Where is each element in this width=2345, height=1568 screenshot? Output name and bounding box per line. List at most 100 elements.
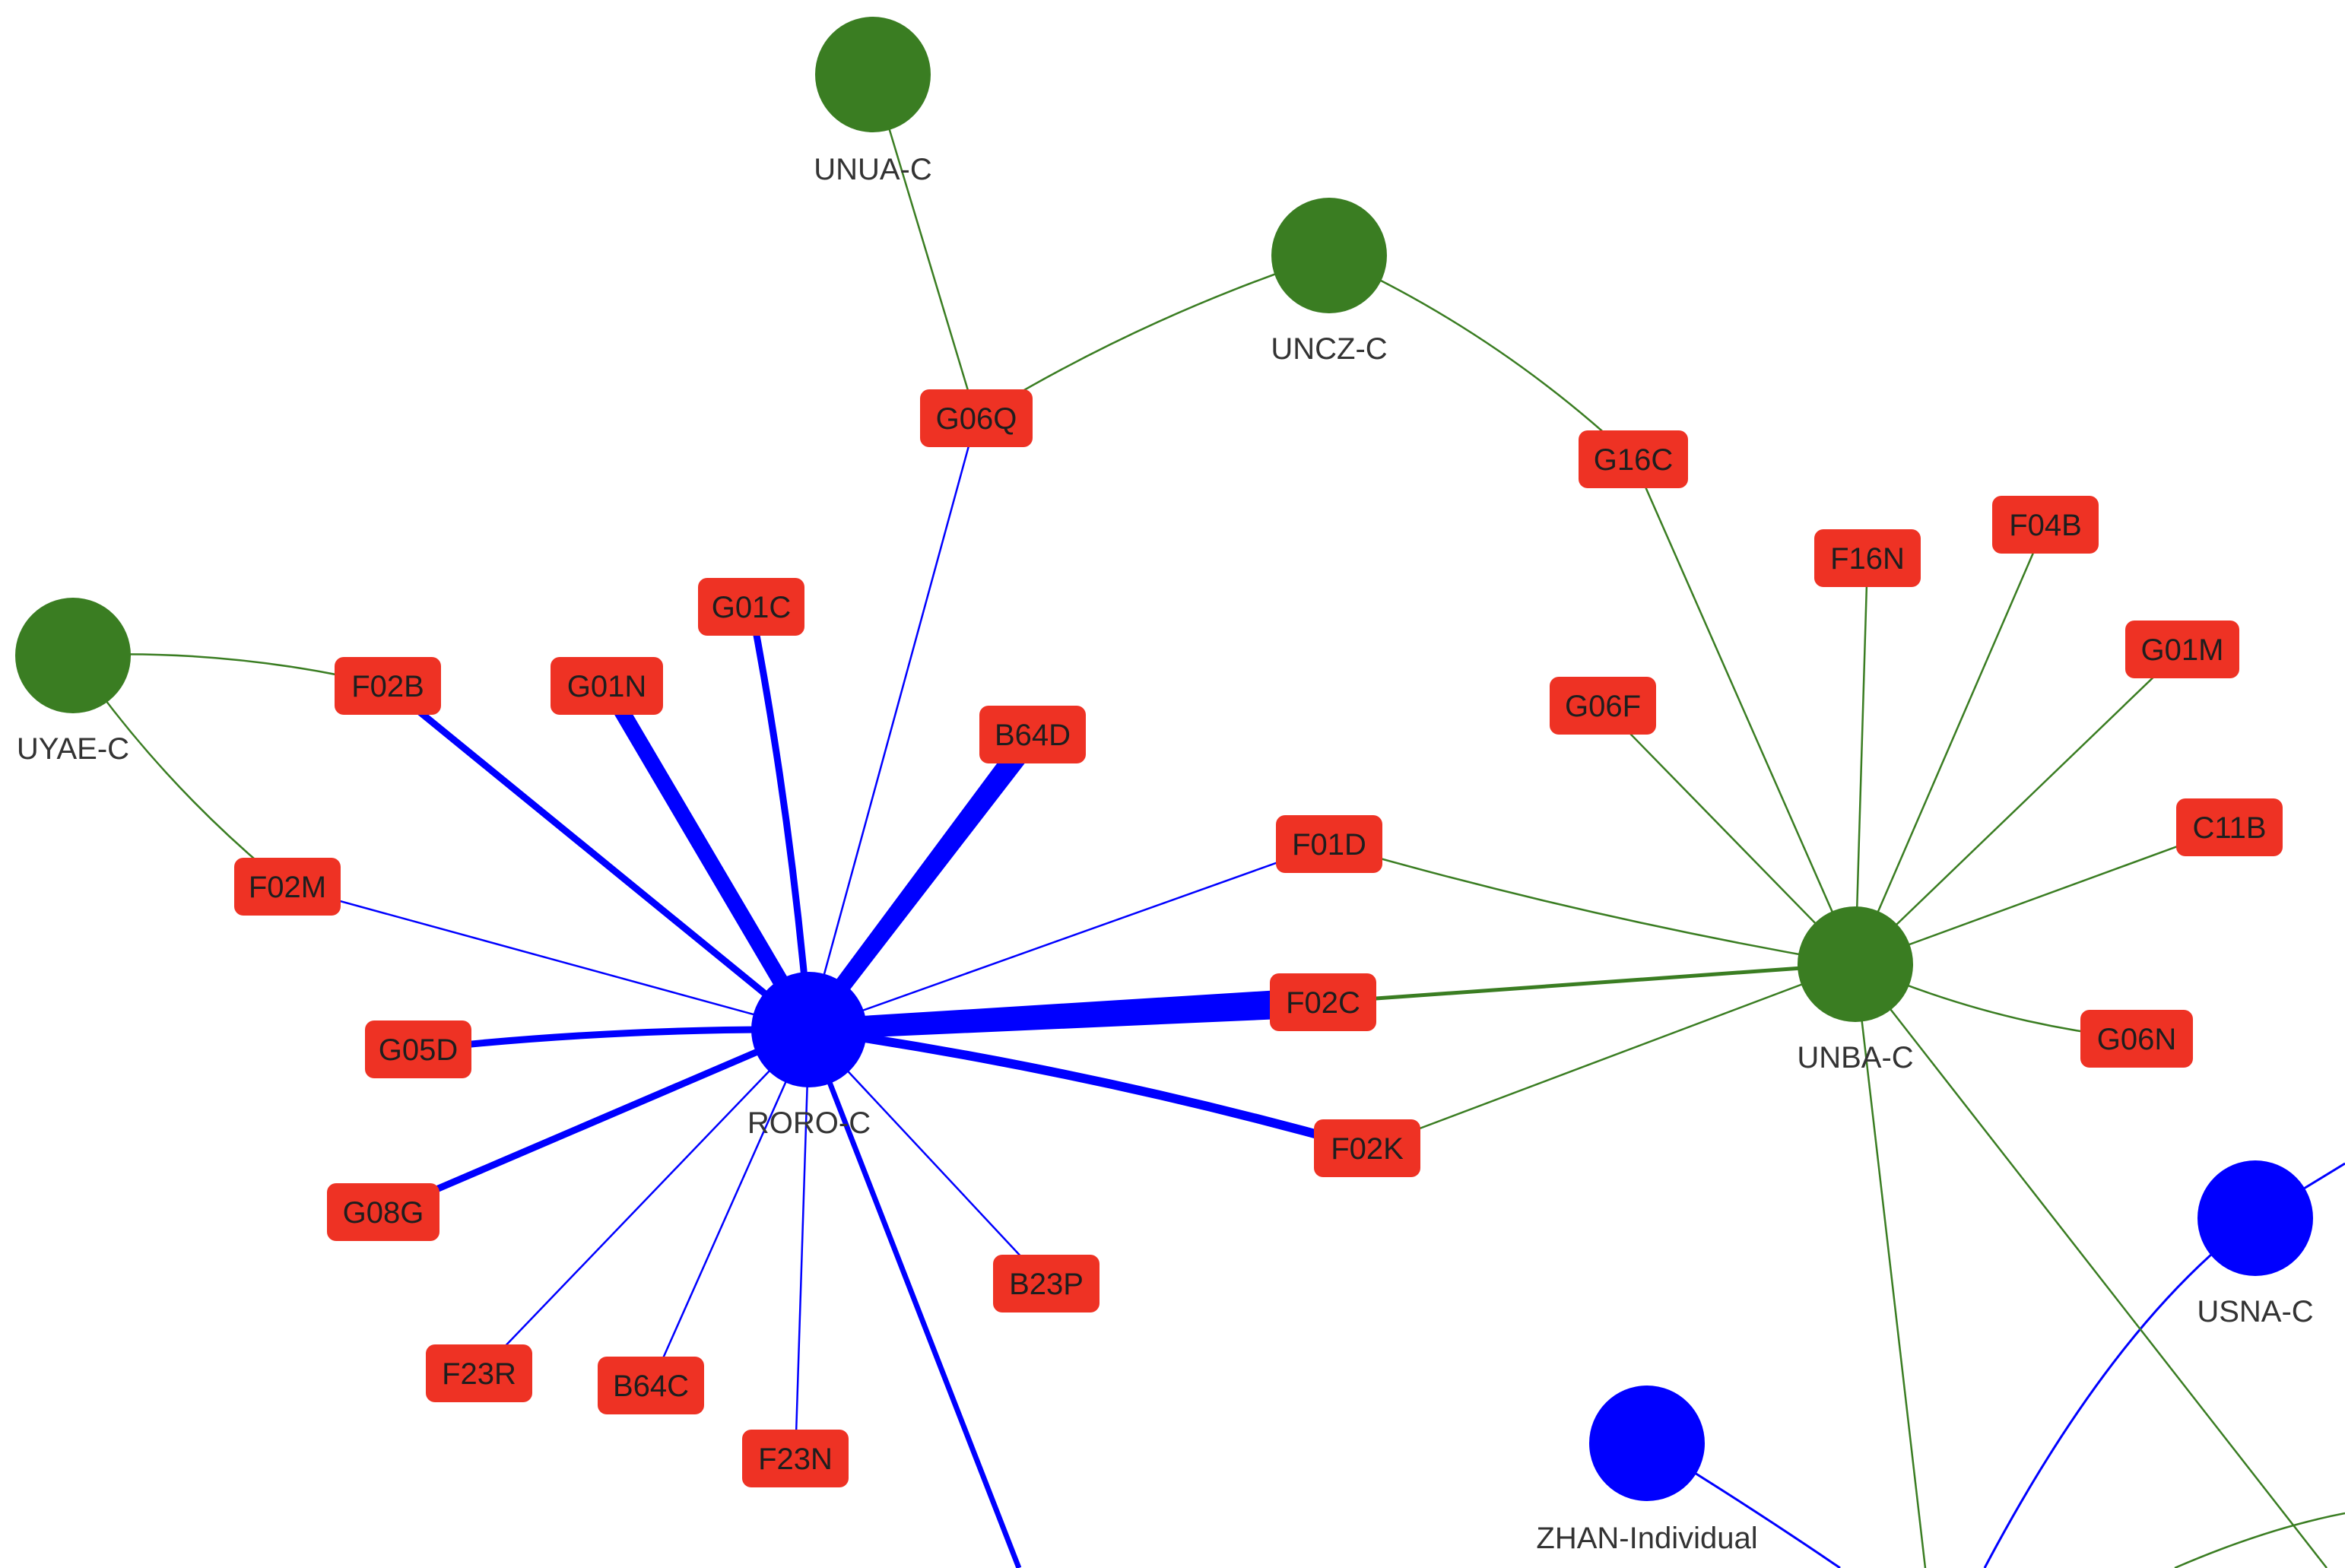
class-g01n[interactable]: G01N bbox=[551, 657, 663, 715]
class-box[interactable] bbox=[2080, 1010, 2193, 1068]
node-circle[interactable] bbox=[1589, 1385, 1705, 1501]
class-label: F02M bbox=[249, 871, 326, 904]
class-f01d[interactable]: F01D bbox=[1276, 815, 1382, 873]
class-g16c[interactable]: G16C bbox=[1579, 430, 1688, 488]
edge-roro-c-f02k bbox=[808, 1025, 1369, 1153]
edge-roro-c-g01n bbox=[599, 681, 817, 1034]
node-circle[interactable] bbox=[15, 598, 131, 713]
class-label: F02K bbox=[1331, 1132, 1404, 1166]
node-unua-c[interactable]: UNUA-C bbox=[814, 17, 932, 186]
edge-unba-c-g01m bbox=[1855, 649, 2183, 965]
node-circle[interactable] bbox=[1271, 198, 1387, 313]
class-box[interactable] bbox=[365, 1020, 471, 1078]
class-box[interactable] bbox=[426, 1344, 532, 1402]
node-zhan-individual[interactable]: ZHAN-Individual bbox=[1536, 1385, 1758, 1555]
edges-layer bbox=[71, 74, 2345, 1568]
class-box[interactable] bbox=[698, 578, 804, 636]
node-roro-c[interactable]: RORO-C bbox=[747, 972, 871, 1140]
class-box[interactable] bbox=[1579, 430, 1688, 488]
class-box[interactable] bbox=[1550, 677, 1656, 735]
class-g08g[interactable]: G08G bbox=[327, 1183, 439, 1241]
edge-roro-c-g01c bbox=[747, 606, 813, 1030]
class-label: G06Q bbox=[936, 402, 1017, 436]
class-box[interactable] bbox=[2125, 621, 2239, 678]
edge-unba-c-f01d bbox=[1328, 843, 1856, 966]
class-box[interactable] bbox=[2176, 798, 2283, 856]
class-g06q[interactable]: G06Q bbox=[920, 389, 1033, 447]
edge-roro-c-g06q bbox=[808, 417, 978, 1030]
class-f02b[interactable]: F02B bbox=[335, 657, 441, 715]
class-label: G08G bbox=[343, 1196, 424, 1230]
class-g06n[interactable]: G06N bbox=[2080, 1010, 2193, 1068]
class-label: F23R bbox=[442, 1357, 516, 1391]
edge-roro-c-f02c bbox=[808, 987, 1325, 1040]
class-f04b[interactable]: F04B bbox=[1992, 496, 2099, 554]
node-circle[interactable] bbox=[815, 17, 931, 132]
class-label: G01N bbox=[567, 670, 647, 703]
class-box[interactable] bbox=[1270, 973, 1376, 1031]
node-label: UNBA-C bbox=[1797, 1041, 1913, 1074]
class-box[interactable] bbox=[335, 657, 441, 715]
node-label: UYAE-C bbox=[17, 732, 129, 766]
node-uncz-c[interactable]: UNCZ-C bbox=[1271, 198, 1388, 366]
class-f02c[interactable]: F02C bbox=[1270, 973, 1376, 1031]
class-label: G05D bbox=[379, 1033, 459, 1067]
class-f23r[interactable]: F23R bbox=[426, 1344, 532, 1402]
class-f02m[interactable]: F02M bbox=[234, 858, 341, 916]
class-label: B23P bbox=[1009, 1268, 1084, 1301]
class-f16n[interactable]: F16N bbox=[1814, 529, 1921, 587]
nodes-layer: UNUA-C UNCZ-C UYAE-C RORO-C UNBA-C USNA-C ZHAN… bbox=[15, 17, 2314, 1555]
class-box[interactable] bbox=[234, 858, 341, 916]
edge-roro-c-b64c bbox=[649, 1029, 811, 1386]
class-label: G06F bbox=[1565, 690, 1641, 723]
class-f02k[interactable]: F02K bbox=[1314, 1119, 1420, 1177]
class-f23n[interactable]: F23N bbox=[742, 1430, 849, 1487]
class-label: F16N bbox=[1830, 542, 1905, 576]
edge-roro-c-f02b bbox=[386, 683, 811, 1033]
class-box[interactable] bbox=[1992, 496, 2099, 554]
node-label: RORO-C bbox=[747, 1106, 871, 1140]
class-box[interactable] bbox=[598, 1357, 704, 1414]
node-circle[interactable] bbox=[2197, 1160, 2313, 1276]
node-circle[interactable] bbox=[751, 972, 867, 1087]
edge-unba-c-f02k bbox=[1366, 963, 1856, 1150]
class-b64c[interactable]: B64C bbox=[598, 1357, 704, 1414]
class-label: G01C bbox=[712, 591, 792, 624]
edge-roro-c-f23n bbox=[794, 1029, 811, 1459]
class-box[interactable] bbox=[1276, 815, 1382, 873]
class-box[interactable] bbox=[1314, 1119, 1420, 1177]
class-label: G16C bbox=[1594, 443, 1674, 477]
node-circle[interactable] bbox=[1798, 906, 1913, 1022]
class-label: B64D bbox=[995, 719, 1071, 752]
edge-roro-c-f23r bbox=[478, 1029, 810, 1374]
class-g05d[interactable]: G05D bbox=[365, 1020, 471, 1078]
edge-unba-c-f16n bbox=[1854, 557, 1869, 965]
class-box[interactable] bbox=[1814, 529, 1921, 587]
class-g01m[interactable]: G01M bbox=[2125, 621, 2239, 678]
class-box[interactable] bbox=[993, 1255, 1100, 1312]
class-label: F02C bbox=[1286, 986, 1360, 1020]
class-b64d[interactable]: B64D bbox=[979, 706, 1086, 763]
class-box[interactable] bbox=[742, 1430, 849, 1487]
edge-roro-c-g05d bbox=[417, 1026, 810, 1053]
node-usna-c[interactable]: USNA-C bbox=[2197, 1160, 2314, 1328]
edge-roro-c-b64d bbox=[802, 727, 1042, 1035]
edge-offscreen-3 bbox=[2174, 1512, 2345, 1568]
class-box[interactable] bbox=[551, 657, 663, 715]
class-label: F23N bbox=[758, 1443, 833, 1476]
node-unba-c[interactable]: UNBA-C bbox=[1797, 906, 1914, 1074]
class-label: C11B bbox=[2192, 811, 2266, 845]
class-box[interactable] bbox=[920, 389, 1033, 447]
edge-unba-offscreen-1 bbox=[1854, 963, 1927, 1568]
node-uyae-c[interactable]: UYAE-C bbox=[15, 598, 131, 766]
class-c11b[interactable]: C11B bbox=[2176, 798, 2283, 856]
class-g01c[interactable]: G01C bbox=[698, 578, 804, 636]
edge-unba-offscreen-2 bbox=[1855, 963, 2328, 1568]
class-b23p[interactable]: B23P bbox=[993, 1255, 1100, 1312]
class-g06f[interactable]: G06F bbox=[1550, 677, 1656, 735]
node-label: USNA-C bbox=[2197, 1295, 2313, 1328]
class-box[interactable] bbox=[979, 706, 1086, 763]
class-box[interactable] bbox=[327, 1183, 439, 1241]
class-label: F01D bbox=[1292, 828, 1366, 862]
